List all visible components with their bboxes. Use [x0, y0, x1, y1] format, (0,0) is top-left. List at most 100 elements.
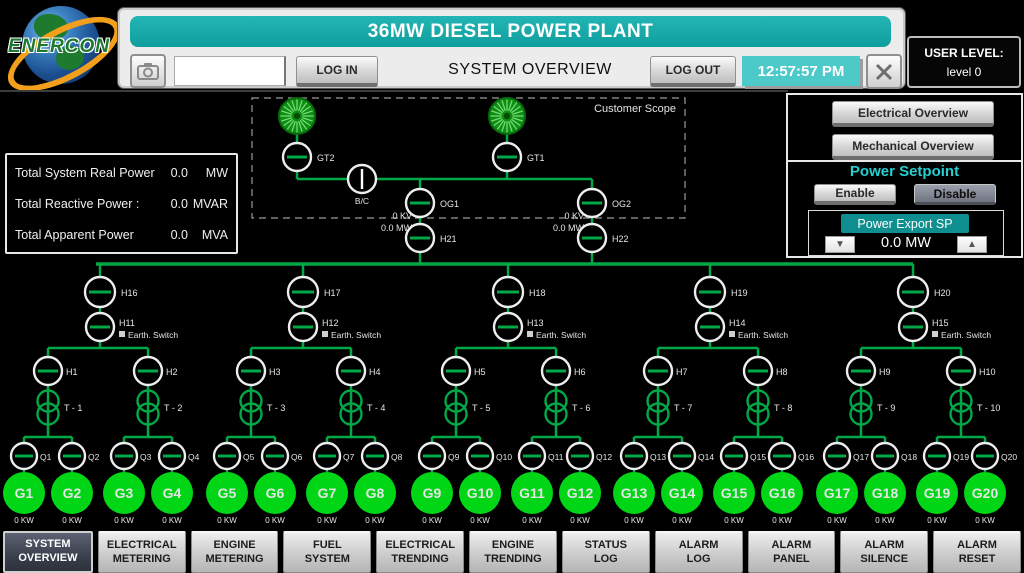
- breaker-GT1[interactable]: [491, 141, 523, 173]
- breaker-Q1[interactable]: [9, 441, 39, 471]
- breaker-H11[interactable]: [84, 311, 116, 343]
- breaker-Q17[interactable]: [822, 441, 852, 471]
- breaker-H8[interactable]: [742, 355, 774, 387]
- breaker-H1[interactable]: [32, 355, 64, 387]
- setpoint-decrement-button[interactable]: ▼: [825, 236, 855, 253]
- generator-G8[interactable]: G8: [354, 472, 396, 514]
- generator-G18[interactable]: G18: [864, 472, 906, 514]
- generator-G15[interactable]: G15: [713, 472, 755, 514]
- generator-G7[interactable]: G7: [306, 472, 348, 514]
- breaker-Q4[interactable]: [157, 441, 187, 471]
- turbine-icon-GT1[interactable]: [488, 97, 526, 135]
- breaker-Q11[interactable]: [517, 441, 547, 471]
- breaker-H12[interactable]: [287, 311, 319, 343]
- breaker-Q18[interactable]: [870, 441, 900, 471]
- breaker-H7[interactable]: [642, 355, 674, 387]
- breaker-H18[interactable]: [491, 275, 525, 309]
- breaker-H10[interactable]: [945, 355, 977, 387]
- generator-G13[interactable]: G13: [613, 472, 655, 514]
- breaker-Q16[interactable]: [767, 441, 797, 471]
- breaker-GT2[interactable]: [281, 141, 313, 173]
- breaker-H9[interactable]: [845, 355, 877, 387]
- setpoint-disable-button[interactable]: Disable: [914, 184, 996, 205]
- breaker-H22[interactable]: [576, 222, 608, 254]
- generator-G11[interactable]: G11: [511, 472, 553, 514]
- close-button[interactable]: [866, 54, 902, 89]
- generator-G9[interactable]: G9: [411, 472, 453, 514]
- breaker-Q5[interactable]: [212, 441, 242, 471]
- breaker-H3[interactable]: [235, 355, 267, 387]
- mechanical-overview-button[interactable]: Mechanical Overview: [832, 134, 994, 160]
- breaker-B/C[interactable]: [346, 163, 378, 195]
- breaker-H19[interactable]: [693, 275, 727, 309]
- breaker-OG2[interactable]: [576, 187, 608, 219]
- breaker-H21[interactable]: [404, 222, 436, 254]
- breaker-Q19[interactable]: [922, 441, 952, 471]
- diagram-label: T - 10: [977, 403, 1000, 413]
- power-setpoint-panel: Power Setpoint Enable Disable Power Expo…: [786, 160, 1023, 258]
- breaker-Q14[interactable]: [667, 441, 697, 471]
- breaker-Q20[interactable]: [970, 441, 1000, 471]
- breaker-H6[interactable]: [540, 355, 572, 387]
- generator-G19[interactable]: G19: [916, 472, 958, 514]
- breaker-Q9[interactable]: [417, 441, 447, 471]
- generator-G12[interactable]: G12: [559, 472, 601, 514]
- generator-G20[interactable]: G20: [964, 472, 1006, 514]
- breaker-OG1[interactable]: [404, 187, 436, 219]
- breaker-H16[interactable]: [83, 275, 117, 309]
- generator-G10[interactable]: G10: [459, 472, 501, 514]
- breaker-Q3[interactable]: [109, 441, 139, 471]
- breaker-H17[interactable]: [286, 275, 320, 309]
- breaker-Q13[interactable]: [619, 441, 649, 471]
- generator-G3[interactable]: G3: [103, 472, 145, 514]
- breaker-Q15[interactable]: [719, 441, 749, 471]
- screenshot-button[interactable]: [130, 54, 166, 88]
- arrow-down-icon: ▼: [835, 238, 845, 250]
- generator-G6[interactable]: G6: [254, 472, 296, 514]
- breaker-Q12[interactable]: [565, 441, 595, 471]
- power-export-sp-button[interactable]: Power Export SP: [841, 214, 969, 233]
- electrical-overview-button[interactable]: Electrical Overview: [832, 101, 994, 127]
- diagram-label: Earth. Switch: [738, 330, 788, 340]
- generator-G1[interactable]: G1: [3, 472, 45, 514]
- transformer-T - 6: [544, 389, 568, 426]
- breaker-H20[interactable]: [896, 275, 930, 309]
- setpoint-enable-button[interactable]: Enable: [814, 184, 896, 205]
- breaker-H14[interactable]: [694, 311, 726, 343]
- generator-G2[interactable]: G2: [51, 472, 93, 514]
- breaker-Q6[interactable]: [260, 441, 290, 471]
- login-button[interactable]: LOG IN: [296, 56, 378, 87]
- breaker-H13[interactable]: [492, 311, 524, 343]
- generator-name: G15: [721, 485, 748, 501]
- setpoint-increment-button[interactable]: ▲: [957, 236, 987, 253]
- breaker-Q10[interactable]: [465, 441, 495, 471]
- turbine-icon-GT2[interactable]: [278, 97, 316, 135]
- breaker-H2[interactable]: [132, 355, 164, 387]
- nav-label: LOG: [686, 552, 711, 565]
- breaker-H4[interactable]: [335, 355, 367, 387]
- breaker-Q7[interactable]: [312, 441, 342, 471]
- generator-G5[interactable]: G5: [206, 472, 248, 514]
- breaker-Q8[interactable]: [360, 441, 390, 471]
- generator-G14[interactable]: G14: [661, 472, 703, 514]
- generator-name: G8: [366, 485, 385, 501]
- breaker-Q2[interactable]: [57, 441, 87, 471]
- generator-G16[interactable]: G16: [761, 472, 803, 514]
- breaker-H5[interactable]: [440, 355, 472, 387]
- generator-G17[interactable]: G17: [816, 472, 858, 514]
- logout-button[interactable]: LOG OUT: [650, 56, 736, 87]
- breaker-H15[interactable]: [897, 311, 929, 343]
- generator-G4[interactable]: G4: [151, 472, 193, 514]
- login-input[interactable]: [174, 56, 286, 86]
